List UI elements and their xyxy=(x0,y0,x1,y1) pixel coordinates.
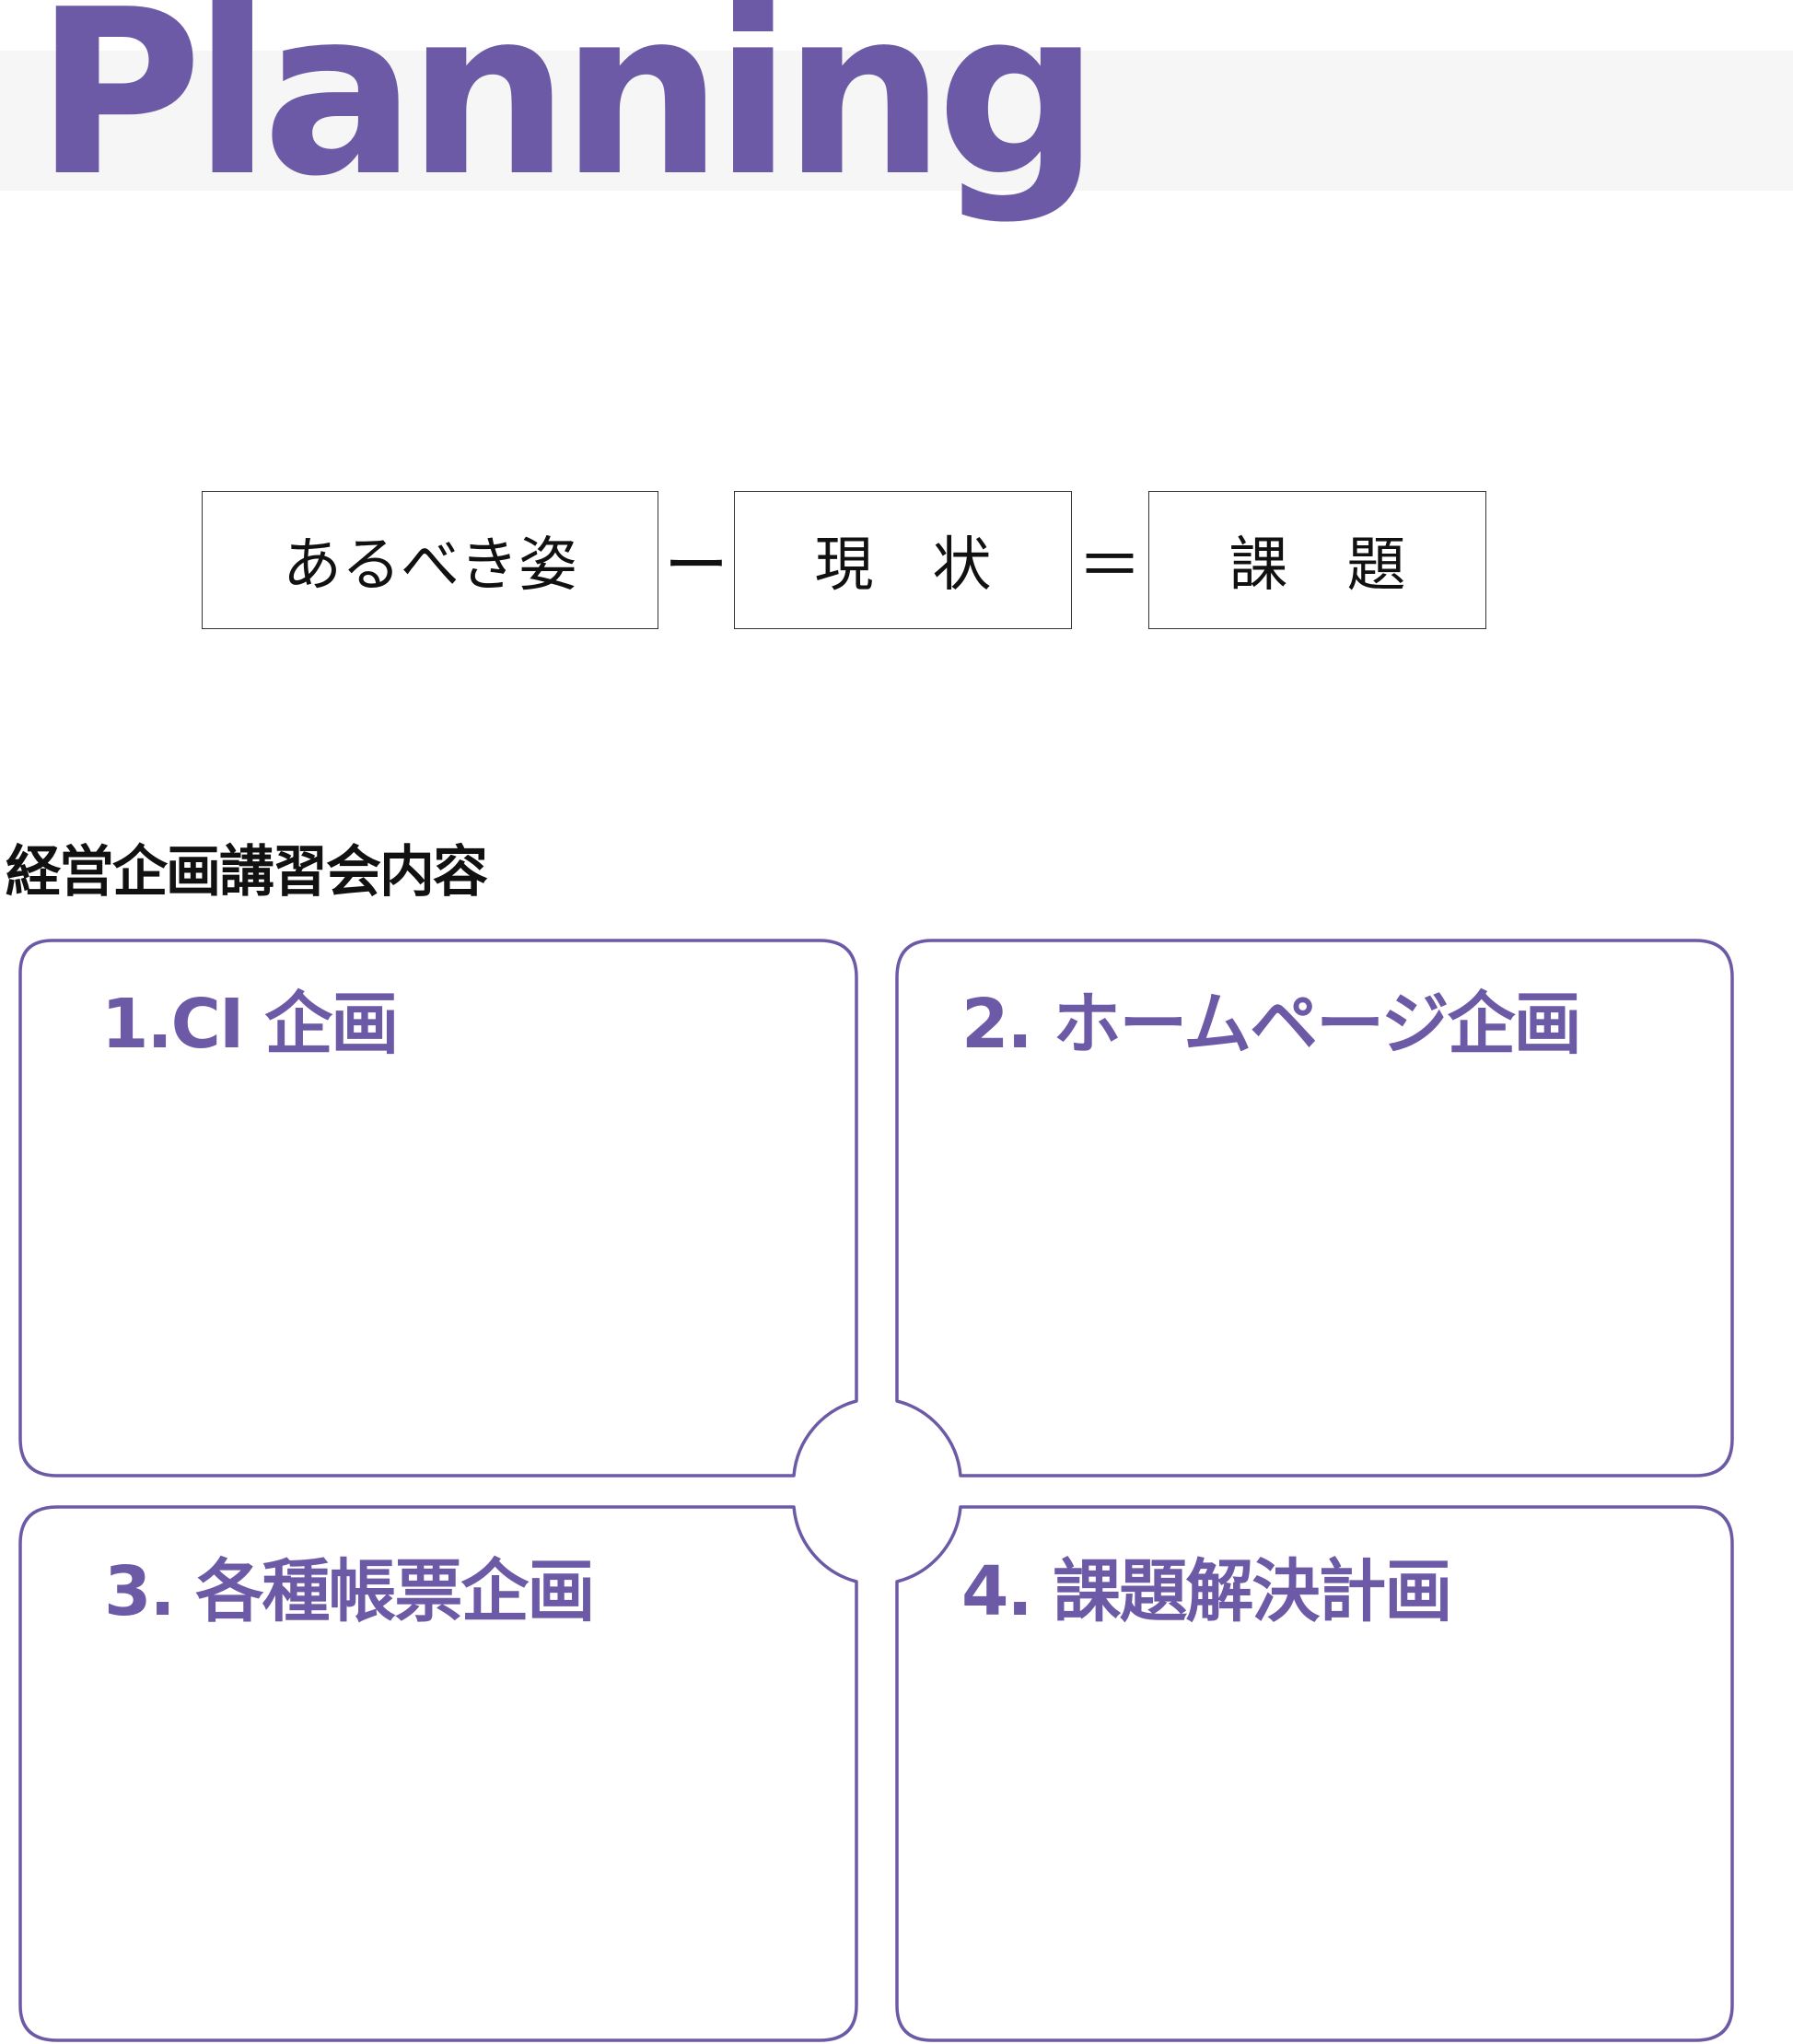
quadrant-frame-3 xyxy=(18,1505,858,2042)
equals-operator: ＝ xyxy=(1077,527,1142,603)
quadrant-title-ci: 1.CI 企画 xyxy=(101,985,399,1064)
section-heading: 経営企画講習会内容 xyxy=(6,840,488,905)
quadrant-title-issue-plan: 4. 課題解決計画 xyxy=(961,1552,1452,1631)
title-band xyxy=(0,51,1793,191)
minus-operator: ー xyxy=(664,527,728,603)
quadrant-frame-1 xyxy=(18,939,858,1478)
quadrant-frame-4 xyxy=(895,1505,1734,2042)
page-title: Planning xyxy=(35,0,1100,227)
quadrant-frame-2 xyxy=(895,939,1734,1478)
quadrant-title-forms: 3. 各種帳票企画 xyxy=(104,1552,595,1631)
quadrant-title-homepage: 2. ホームページ企画 xyxy=(961,985,1582,1064)
formula-box-ideal: あるべき姿 xyxy=(202,491,658,629)
formula-box-issue: 課 題 xyxy=(1148,491,1486,629)
formula-box-current: 現 状 xyxy=(734,491,1072,629)
